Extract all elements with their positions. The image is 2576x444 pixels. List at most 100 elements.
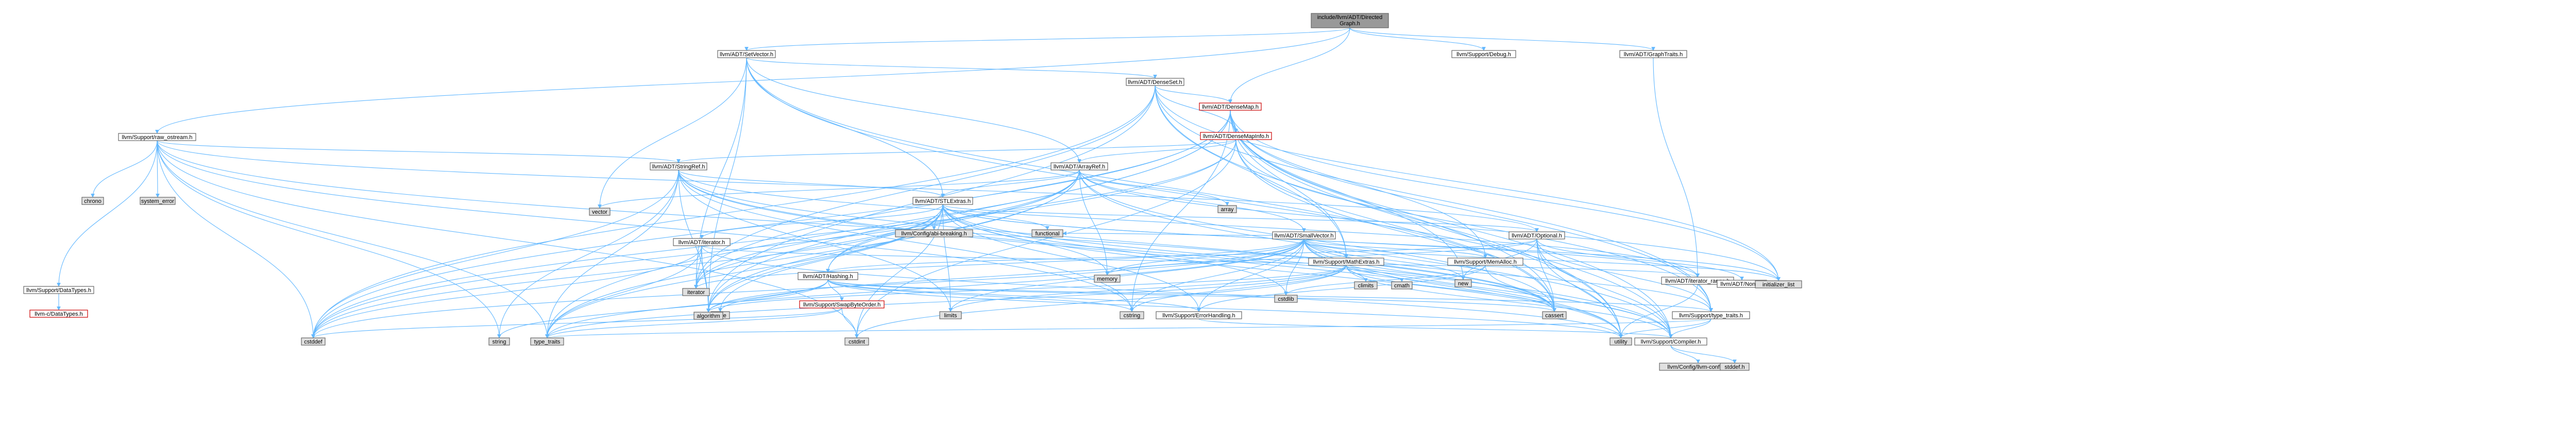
edge-stlextras-to-cstdint — [855, 204, 943, 338]
edge-iteratorH-to-cstddef — [311, 245, 702, 338]
node-llvm-adt-stringref-h[interactable]: llvm/ADT/StringRef.h — [650, 162, 707, 170]
edge-smallvector-to-utility — [1303, 238, 1623, 338]
node-new: new — [1454, 279, 1472, 287]
edge-rawostream-to-typetraitsSys — [157, 140, 549, 338]
dependency-edges — [57, 27, 1781, 364]
edge-densemapinfo-to-stringref — [676, 139, 1236, 163]
edge-setvector-to-iteratorSys — [694, 57, 747, 289]
node-llvm-adt-smallvector-h[interactable]: llvm/ADT/SmallVector.h — [1272, 231, 1336, 240]
edge-stringref-to-utility — [678, 169, 1623, 338]
edge-hashing-to-tuple — [718, 279, 828, 312]
node-llvm-adt-densemap-h[interactable]: llvm/ADT/DenseMap.h — [1199, 103, 1262, 111]
edge-root-to-debug — [1349, 27, 1486, 51]
edge-smallvector-to-cstddef — [311, 238, 1304, 338]
edge-iteratorH-to-algorithm — [701, 245, 710, 313]
node-label: llvm/ADT/SmallVector.h — [1275, 233, 1334, 239]
node-llvm-adt-iterator-h[interactable]: llvm/ADT/iterator.h — [673, 238, 731, 246]
node-box — [939, 311, 962, 319]
node-label: llvm/Support/MemAlloc.h — [1454, 259, 1517, 265]
node-label: llvm/Support/Compiler.h — [1641, 339, 1701, 345]
edge-densesetH-to-mathextras — [1155, 85, 1348, 259]
node-llvm-adt-setvector-h[interactable]: llvm/ADT/SetVector.h — [717, 50, 776, 58]
node-llvm-config-abi-breaking-h: llvm/Config/abi-breaking.h — [895, 229, 973, 237]
edge-stlextras-to-typetraitsSys — [545, 204, 943, 338]
node-llvm-support-raw-ostream-h[interactable]: llvm/Support/raw_ostream.h — [118, 133, 196, 141]
node-llvm-adt-graphtraits-h[interactable]: llvm/ADT/GraphTraits.h — [1619, 50, 1687, 58]
edge-mathextras-to-cstring — [1130, 265, 1347, 312]
node-llvm-support-errorhandling-h[interactable]: llvm/Support/ErrorHandling.h — [1156, 311, 1242, 319]
node-llvm-adt-hashing-h[interactable]: llvm/ADT/Hashing.h — [798, 272, 858, 280]
node-box — [1031, 229, 1063, 237]
node-cstddef: cstddef — [301, 337, 326, 346]
node-label: llvm/ADT/Optional.h — [1512, 233, 1562, 239]
edge-smallvector-to-typetraitsLLVM — [1303, 238, 1713, 312]
node-initializer-list: initializer_list — [1755, 280, 1802, 288]
node-llvm-adt-arrayref-h[interactable]: llvm/ADT/ArrayRef.h — [1050, 162, 1108, 170]
edge-arrayref-to-smallvector — [1079, 169, 1306, 232]
node-label: llvm-c/DataTypes.h — [35, 311, 83, 317]
node-llvm-support-compiler-h[interactable]: llvm/Support/Compiler.h — [1634, 337, 1707, 346]
edge-mathextras-to-limits — [948, 265, 1347, 312]
node-label: cstdint — [849, 339, 865, 345]
node-llvm-support-swapbyteorder-h[interactable]: llvm/Support/SwapByteOrder.h — [799, 300, 885, 309]
node-label: llvm/ADT/DenseSet.h — [1128, 79, 1182, 86]
node-box — [1391, 281, 1413, 289]
edge-stlextras-to-iteratorH — [700, 204, 943, 239]
edge-setvector-to-stlextras — [746, 57, 945, 198]
edge-stlextras-to-algorithm — [706, 204, 943, 313]
node-string: string — [488, 337, 510, 346]
edge-swapbyteorder-to-cstddef — [311, 308, 842, 338]
node-llvm-adt-none-h[interactable]: llvm/ADT/None.h — [1717, 280, 1767, 288]
edge-typetraitsLLVM-to-utility — [1619, 318, 1711, 338]
node-box — [1542, 311, 1567, 319]
edge-mathextras-to-cstdint — [855, 265, 1347, 338]
node-box — [1311, 13, 1389, 28]
edge-graphtraits-to-iterrange — [1653, 57, 1700, 278]
edge-memalloc-to-compiler — [1485, 265, 1673, 338]
node-label: cassert — [1545, 313, 1563, 319]
node-box — [1451, 50, 1516, 58]
node-llvm-support-datatypes-h[interactable]: llvm/Support/DataTypes.h — [23, 286, 94, 294]
node-box — [799, 300, 885, 309]
node-box — [650, 162, 707, 170]
node-utility: utility — [1609, 337, 1632, 346]
edge-stringref-to-cstring — [678, 169, 1134, 312]
node-llvm-support-debug-h[interactable]: llvm/Support/Debug.h — [1451, 50, 1516, 58]
node-box — [1094, 275, 1121, 283]
node-algorithm: algorithm — [693, 312, 723, 320]
node-label: cstring — [1124, 313, 1140, 319]
node-label: cstddef — [304, 339, 323, 345]
edge-stlextras-to-utility — [942, 204, 1623, 338]
edge-optionalH-to-cassert — [1536, 238, 1556, 312]
node-llvm-adt-stlextras-h[interactable]: llvm/ADT/STLExtras.h — [912, 197, 973, 205]
node-label: initializer_list — [1762, 282, 1794, 288]
node-box — [1509, 231, 1565, 240]
node-label: llvm/ADT/iterator_range.h — [1665, 278, 1730, 284]
node-box — [717, 50, 776, 58]
node-llvm-adt-optional-h[interactable]: llvm/ADT/Optional.h — [1509, 231, 1565, 240]
edge-smallvector-to-errorhandling — [1197, 238, 1304, 312]
node-system-error: system_error — [140, 197, 176, 205]
node-llvm-support-mathextras-h[interactable]: llvm/Support/MathExtras.h — [1308, 258, 1384, 266]
edge-smallvector-to-initlist — [1303, 238, 1781, 281]
node-llvm-support-memalloc-h[interactable]: llvm/Support/MemAlloc.h — [1447, 258, 1523, 266]
node-cstdint: cstdint — [844, 337, 869, 346]
node-llvm-adt-densemapinfo-h[interactable]: llvm/ADT/DenseMapInfo.h — [1200, 132, 1272, 140]
edge-setvector-to-densesetH — [746, 57, 1157, 79]
node-llvm-adt-denseset-h[interactable]: llvm/ADT/DenseSet.h — [1126, 78, 1184, 86]
node-llvm-c-datatypes-h[interactable]: llvm-c/DataTypes.h — [29, 310, 88, 318]
edge-arrayref-to-vector — [598, 169, 1080, 209]
node-memory: memory — [1094, 275, 1121, 283]
edge-iteratorH-to-iterrange — [701, 245, 1700, 278]
edge-densemapinfo-to-cstdint — [855, 139, 1236, 338]
edge-arrayref-to-initlist — [1079, 169, 1781, 281]
node-llvm-support-type-traits-h[interactable]: llvm/Support/type_traits.h — [1672, 311, 1750, 319]
edge-hashing-to-utility — [827, 279, 1623, 338]
edge-hashing-to-cassert — [827, 279, 1556, 312]
edge-smallvector-to-memalloc — [1303, 238, 1487, 259]
node-limits: limits — [939, 311, 962, 319]
node-label: llvm/Config/llvm-config.h — [1667, 364, 1728, 370]
